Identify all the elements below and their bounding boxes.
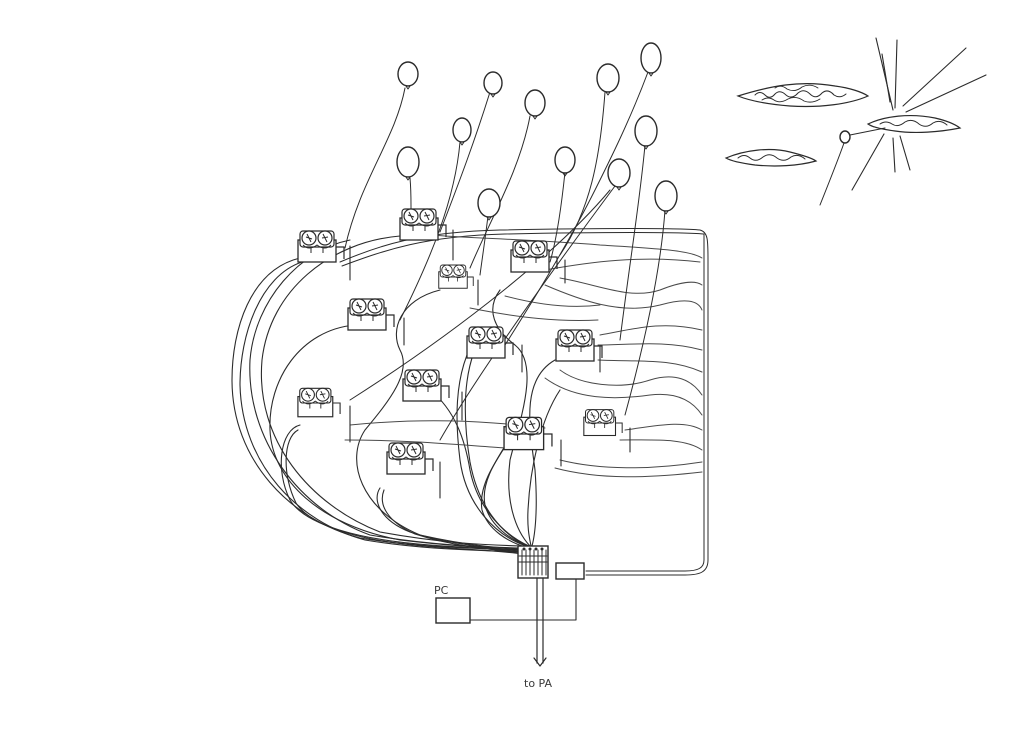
balloons <box>396 42 678 221</box>
reel-to-reel-tape-recorder-icon <box>386 442 434 475</box>
reel-to-reel-tape-recorder-icon <box>297 230 345 263</box>
cloud-icon <box>724 148 818 167</box>
balloon-icon <box>397 61 419 90</box>
balloon-icon <box>640 42 662 77</box>
balloon-icon <box>396 146 420 181</box>
audio-interface <box>555 562 585 580</box>
reel-to-reel-tape-recorder-icon <box>583 409 623 437</box>
balloon-icon <box>554 146 576 177</box>
sun-icon <box>849 37 987 191</box>
mixer <box>517 545 549 579</box>
balloon-icon <box>654 180 678 215</box>
balloon-icon <box>634 115 658 150</box>
cable-bundle-right <box>339 228 709 576</box>
reel-to-reel-tape-recorder-icon <box>438 264 474 289</box>
balloon-icon <box>819 130 851 206</box>
reel-to-reel-tape-recorder-icon <box>297 387 341 418</box>
reel-to-reel-tape-recorder-icon <box>466 326 514 359</box>
reel-to-reel-tape-recorder-icon <box>402 369 450 402</box>
balloon-icon <box>483 71 503 98</box>
balloon-icon <box>524 89 546 120</box>
reel-to-reel-tape-recorder-icon <box>510 240 558 273</box>
output-label: to PA <box>524 677 552 690</box>
balloon-icon <box>477 188 501 221</box>
pc-label: PC <box>434 584 449 597</box>
cloud-icon <box>866 114 962 134</box>
pc-box <box>435 597 471 624</box>
balloon-icon <box>607 158 631 191</box>
output-arrow <box>533 577 547 667</box>
balloon-icon <box>452 117 472 146</box>
balloon-icon <box>596 63 620 96</box>
reel-to-reel-tape-recorder-icon <box>555 329 603 362</box>
cloud-icon <box>736 83 870 108</box>
pc-connection <box>469 578 577 621</box>
balloon-strings <box>344 71 666 441</box>
recorder-leads <box>349 229 631 499</box>
reel-to-reel-tape-recorder-icon <box>347 298 395 331</box>
cable-bundle-center <box>429 289 561 549</box>
cable-bundle-left <box>231 235 525 555</box>
